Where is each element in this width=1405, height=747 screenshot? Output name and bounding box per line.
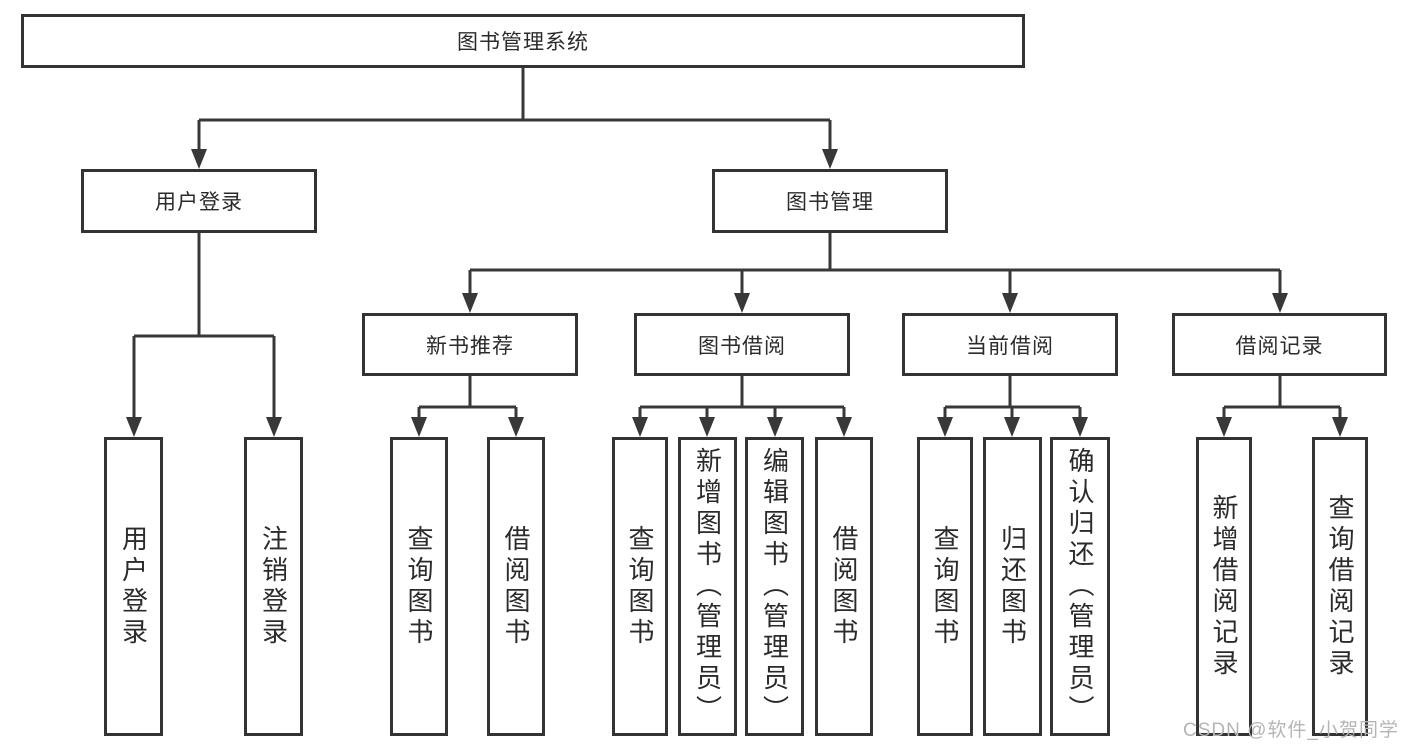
node-label: 编辑图书（管理员） (759, 447, 790, 726)
node-label: 图书管理系统 (457, 31, 589, 54)
leaf-borrow-books: 借阅图书 (487, 437, 545, 736)
arrowhead-icon (937, 417, 1088, 437)
leaf-borrow-books: 借阅图书 (815, 437, 873, 736)
node-label: 查询借阅记录 (1325, 493, 1355, 680)
connector-borrowrecords-to-leaves (1216, 376, 1348, 437)
node-new-book-recommend: 新书推荐 (362, 313, 578, 376)
node-label: 用户登录 (155, 191, 243, 214)
node-label: 新书推荐 (426, 334, 514, 358)
node-label: 查询图书 (404, 524, 434, 649)
leaf-logout: 注销登录 (244, 437, 303, 736)
node-label: 借阅图书 (829, 524, 859, 649)
node-book-management: 图书管理 (712, 169, 948, 233)
connector-currentborrow-to-leaves (937, 376, 1088, 437)
leaf-confirm-return-admin: 确认归还（管理员） (1050, 437, 1110, 736)
arrowhead-icon (632, 417, 852, 437)
leaf-query-books: 查询图书 (390, 437, 448, 736)
node-label: 借阅记录 (1235, 334, 1324, 358)
connector-bookborrow-to-leaves (632, 376, 852, 437)
node-label: 查询图书 (930, 524, 960, 649)
node-label: 当前借阅 (966, 334, 1054, 358)
connector-newbookrec-to-leaves (411, 376, 524, 437)
node-borrowing-records: 借阅记录 (1172, 313, 1387, 376)
connector-root-to-level2 (191, 68, 838, 169)
watermark: CSDN @软件_小贺同学 (1183, 720, 1399, 741)
node-label: 借阅图书 (501, 524, 531, 649)
connector-bookmgmt-to-level3 (462, 233, 1288, 313)
arrowhead-icon (462, 293, 1288, 313)
node-user-login: 用户登录 (81, 169, 317, 233)
arrowhead-icon (126, 417, 282, 437)
node-label: 新增图书（管理员） (692, 447, 723, 726)
node-label: 图书借阅 (698, 334, 786, 358)
leaf-return-book: 归还图书 (983, 437, 1042, 736)
connector-userlogin-to-leaves (126, 233, 282, 437)
node-label: 新增借阅记录 (1209, 493, 1239, 680)
node-book-borrowing: 图书借阅 (634, 313, 850, 376)
arrowhead-icon (411, 417, 524, 437)
node-current-borrowing: 当前借阅 (902, 313, 1118, 376)
arrowhead-icon (191, 149, 838, 169)
node-label: 归还图书 (997, 524, 1028, 649)
leaf-user-login: 用户登录 (104, 437, 163, 736)
leaf-add-book-admin: 新增图书（管理员） (678, 437, 737, 736)
leaf-add-borrow-record: 新增借阅记录 (1196, 437, 1252, 736)
node-library-management-system: 图书管理系统 (21, 14, 1025, 68)
node-label: 查询图书 (625, 524, 655, 649)
node-label: 图书管理 (786, 191, 874, 214)
leaf-edit-book-admin: 编辑图书（管理员） (745, 437, 804, 736)
leaf-query-borrow-record: 查询借阅记录 (1312, 437, 1368, 736)
leaf-query-books: 查询图书 (612, 437, 668, 736)
arrowhead-icon (1216, 417, 1348, 437)
node-label: 用户登录 (118, 524, 149, 649)
node-label: 确认归还（管理员） (1065, 447, 1095, 726)
node-label: 注销登录 (258, 524, 289, 649)
leaf-query-books: 查询图书 (917, 437, 973, 736)
